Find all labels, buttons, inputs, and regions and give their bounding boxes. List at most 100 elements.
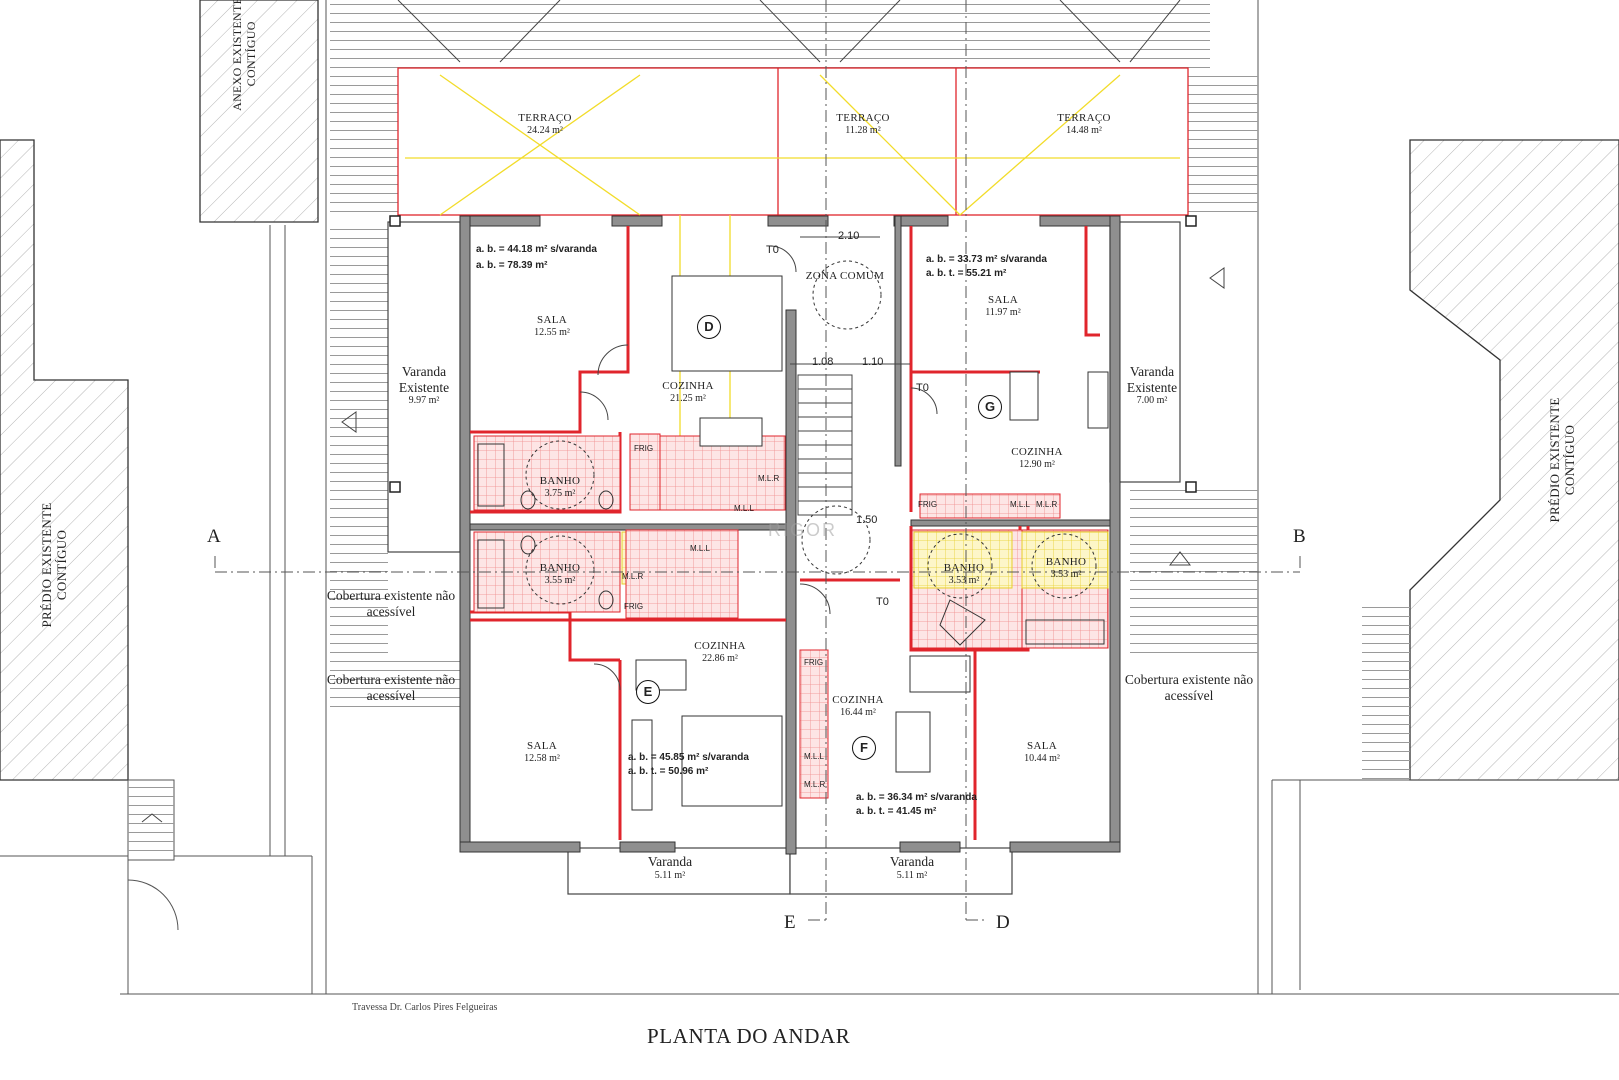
unit-g-banho: BANHO 3.53 m² (1036, 556, 1096, 580)
appliance-mlr-1: M.L.R (758, 474, 780, 483)
common-zone-label: ZONA COMUM (805, 270, 885, 282)
terrace-2-name: TERRAÇO (836, 112, 890, 124)
appliance-frig-4: FRIG (918, 500, 938, 509)
neighbor-buildings (0, 0, 1619, 781)
appliance-frig-3: FRIG (804, 658, 824, 667)
unit-d-cozinha: COZINHA 21.25 m² (648, 380, 728, 404)
unit-e-sala-name: SALA (527, 740, 557, 752)
unit-d-sala: SALA 12.55 m² (512, 314, 592, 338)
unit-f-sala: SALA 10.44 m² (1002, 740, 1082, 764)
dim-3: 1.10 (862, 356, 884, 368)
balcony-right-area: 7.00 m² (1136, 395, 1168, 407)
appliance-mll-1: M.L.L (734, 504, 755, 513)
unit-d-cozinha-area: 21.25 m² (670, 392, 706, 404)
appliance-mll-2: M.L.L (690, 544, 711, 553)
unit-d-badge: D (697, 315, 721, 339)
balcony-right-label: Varanda Existente 7.00 m² (1116, 364, 1188, 407)
unit-e-cozinha-area: 22.86 m² (702, 652, 738, 664)
appliance-frig-2: FRIG (624, 602, 644, 611)
unit-f-banho: BANHO 3.53 m² (934, 562, 994, 586)
pillars (389, 215, 1197, 493)
unit-g-sala: SALA 11.97 m² (963, 294, 1043, 318)
unit-g-abt: a. b. t. = 55.21 m² (926, 268, 1007, 279)
terrace-2-label: TERRAÇO 11.28 m² (823, 112, 903, 136)
unit-d-banho-name: BANHO (539, 475, 581, 487)
unit-d-sala-area: 12.55 m² (534, 326, 570, 338)
balcony-bottom-right-area: 5.11 m² (896, 869, 928, 881)
neighbor-left-label: PRÉDIO EXISTENTE CONTÍGUO (39, 502, 69, 628)
unit-f-abt: a. b. t. = 41.45 m² (856, 806, 937, 817)
unit-d-ab: a. b. = 44.18 m² s/varanda (476, 244, 597, 255)
unit-g-cozinha: COZINHA 12.90 m² (997, 446, 1077, 470)
unit-e-banho-name: BANHO (539, 562, 581, 574)
unit-f-banho-name: BANHO (943, 562, 985, 574)
appliance-mll-3: M.L.L (804, 752, 825, 761)
unit-e-cozinha: COZINHA 22.86 m² (680, 640, 760, 664)
balcony-left-name: Varanda Existente (398, 364, 450, 395)
balcony-bottom-right-label: Varanda 5.11 m² (862, 854, 962, 881)
unit-g-sala-area: 11.97 m² (985, 306, 1021, 318)
dim-4: 1.50 (856, 514, 878, 526)
section-marker-d: D (996, 912, 1010, 933)
terrace-3-name: TERRAÇO (1057, 112, 1111, 124)
appliance-frig-1: FRIG (634, 444, 654, 453)
unit-f-ab: a. b. = 36.34 m² s/varanda (856, 792, 977, 803)
unit-d-cozinha-name: COZINHA (662, 380, 714, 392)
unit-e-sala: SALA 12.58 m² (502, 740, 582, 764)
unit-g-badge: G (978, 395, 1002, 419)
street-label: Travessa Dr. Carlos Pires Felgueiras (352, 1002, 498, 1013)
watermark: RIGOR (768, 520, 838, 540)
arrows (141, 267, 1225, 823)
terrace-3-label: TERRAÇO 14.48 m² (1044, 112, 1124, 136)
unit-e-sala-area: 12.58 m² (524, 752, 560, 764)
unit-e-banho: BANHO 3.55 m² (530, 562, 590, 586)
common-to-label: T0 (766, 244, 779, 256)
unit-d-banho-area: 3.75 m² (544, 487, 576, 499)
unit-g-ab: a. b. = 33.73 m² s/varanda (926, 254, 1047, 265)
unit-e-cozinha-name: COZINHA (694, 640, 746, 652)
section-lines (214, 0, 1301, 921)
appliance-mlr-2: M.L.R (622, 572, 644, 581)
balcony-left-area: 9.97 m² (408, 395, 440, 407)
balconies (387, 221, 1181, 895)
furniture (631, 260, 1109, 811)
balcony-bottom-left-label: Varanda 5.11 m² (620, 854, 720, 881)
unit-g-to: T0 (916, 382, 929, 394)
unit-d-banho: BANHO 3.75 m² (530, 475, 590, 499)
building-walls (459, 215, 1121, 855)
terraces (397, 67, 1189, 460)
unit-f-cozinha-area: 16.44 m² (840, 706, 876, 718)
dim-2: 1.08 (812, 356, 834, 368)
kitchens (625, 433, 1061, 799)
roof-left-upper-label: Cobertura existente não acessível (326, 588, 456, 619)
section-marker-e: E (784, 912, 796, 933)
roof-left-lower-label: Cobertura existente não acessível (326, 672, 456, 703)
unit-g-banho-area: 3.53 m² (1050, 568, 1082, 580)
balcony-bottom-left-area: 5.11 m² (654, 869, 686, 881)
balcony-left-label: Varanda Existente 9.97 m² (388, 364, 460, 407)
terrace-1-area: 24.24 m² (527, 124, 563, 136)
unit-f-banho-area: 3.53 m² (948, 574, 980, 586)
terrace-1-label: TERRAÇO 24.24 m² (505, 112, 585, 136)
appliance-mll-4: M.L.L (1010, 500, 1031, 509)
neighbor-top-label: ANEXO EXISTENTE CONTÍGUO (230, 0, 258, 111)
balcony-bottom-left-name: Varanda (647, 854, 693, 869)
neighbor-right-label: PRÉDIO EXISTENTE CONTÍGUO (1547, 397, 1577, 523)
section-marker-b: B (1293, 526, 1306, 547)
section-marker-a: A (207, 526, 221, 547)
terrace-1-name: TERRAÇO (518, 112, 572, 124)
unit-e-banho-area: 3.55 m² (544, 574, 576, 586)
dim-1: 2.10 (838, 230, 860, 242)
unit-g-cozinha-name: COZINHA (1011, 446, 1063, 458)
unit-f-cozinha-name: COZINHA (832, 694, 884, 706)
roof-right-label: Cobertura existente não acessível (1124, 672, 1254, 703)
unit-f-cozinha: COZINHA 16.44 m² (818, 694, 898, 718)
unit-f-sala-area: 10.44 m² (1024, 752, 1060, 764)
unit-f-to: T0 (876, 596, 889, 608)
unit-f-sala-name: SALA (1027, 740, 1057, 752)
unit-g-banho-name: BANHO (1045, 556, 1087, 568)
unit-d-abt: a. b. = 78.39 m² (476, 260, 548, 271)
unit-f-badge: F (852, 736, 876, 760)
terrace-2-area: 11.28 m² (845, 124, 881, 136)
